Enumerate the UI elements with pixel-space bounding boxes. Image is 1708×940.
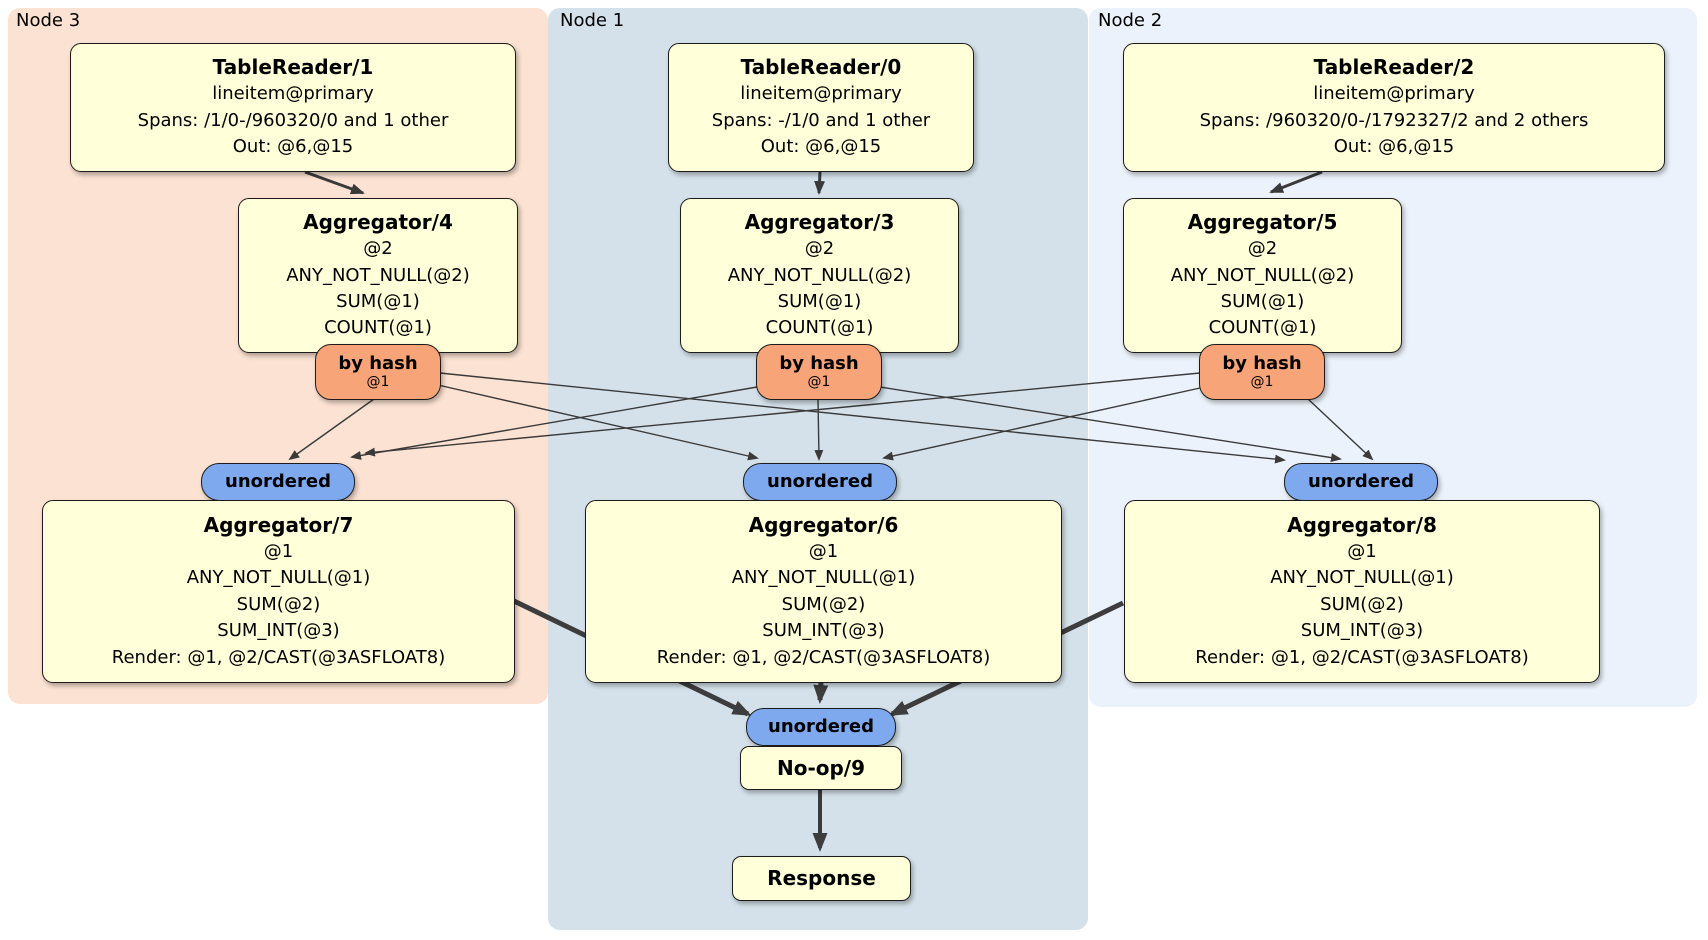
box-line: Spans: /1/0-/960320/0 and 1 other: [137, 109, 449, 131]
box-title: Aggregator/3: [744, 210, 895, 235]
edge-hash3-sync7: [350, 386, 758, 460]
box-title: TableReader/1: [212, 55, 374, 80]
box-title: TableReader/0: [740, 55, 902, 80]
box-title: Response: [767, 866, 876, 890]
by-hash-router-5: by hash @1: [1199, 344, 1325, 400]
box-line: ANY_NOT_NULL(@1): [1270, 567, 1454, 589]
sync-label: unordered: [767, 471, 873, 492]
edge-tr2-agg5: [1269, 170, 1323, 194]
box-line: Out: @6,@15: [760, 136, 882, 158]
box-line: Render: @1, @2/CAST(@3ASFLOAT8): [111, 646, 446, 668]
table-reader-0-box: TableReader/0 lineitem@primary Spans: -/…: [668, 43, 974, 172]
box-line: COUNT(@1): [1208, 317, 1317, 339]
unordered-sync-8: unordered: [1284, 463, 1438, 501]
box-title: TableReader/2: [1313, 55, 1475, 80]
edge-hash4-sync7: [288, 398, 375, 461]
aggregator-3-box: Aggregator/3 @2 ANY_NOT_NULL(@2) SUM(@1)…: [680, 198, 959, 353]
aggregator-7-box: Aggregator/7 @1 ANY_NOT_NULL(@1) SUM(@2)…: [42, 500, 515, 683]
box-line: ANY_NOT_NULL(@2): [1170, 264, 1355, 286]
unordered-sync-6: unordered: [743, 463, 897, 501]
box-line: Render: @1, @2/CAST(@3ASFLOAT8): [1195, 646, 1529, 668]
box-title: Aggregator/7: [203, 512, 354, 537]
box-line: Out: @6,@15: [232, 136, 354, 158]
edge-hash4-sync6: [437, 384, 759, 461]
box-line: @2: [363, 238, 393, 260]
box-title: Aggregator/4: [303, 210, 453, 235]
router-label: by hash: [1222, 352, 1302, 374]
unordered-sync-final: unordered: [746, 708, 896, 746]
router-detail: @1: [366, 373, 390, 390]
node2-label: Node 2: [1098, 10, 1163, 31]
router-detail: @1: [1250, 373, 1274, 390]
box-line: Out: @6,@15: [1333, 136, 1455, 158]
box-line: ANY_NOT_NULL(@1): [186, 567, 371, 589]
aggregator-5-box: Aggregator/5 @2 ANY_NOT_NULL(@2) SUM(@1)…: [1123, 198, 1402, 353]
box-line: lineitem@primary: [212, 83, 374, 105]
box-line: SUM(@2): [236, 593, 321, 615]
box-line: lineitem@primary: [1313, 83, 1475, 105]
by-hash-router-3: by hash @1: [756, 344, 882, 400]
aggregator-8-box: Aggregator/8 @1 ANY_NOT_NULL(@1) SUM(@2)…: [1124, 500, 1600, 683]
box-line: lineitem@primary: [740, 83, 902, 105]
box-line: COUNT(@1): [765, 317, 874, 339]
by-hash-router-4: by hash @1: [315, 344, 441, 400]
box-line: SUM_INT(@3): [762, 620, 885, 642]
node1-label: Node 1: [560, 10, 625, 31]
node3-label: Node 3: [16, 10, 81, 31]
box-line: @1: [808, 540, 839, 562]
box-line: SUM(@2): [1320, 593, 1404, 615]
box-title: Aggregator/6: [748, 512, 899, 537]
box-line: ANY_NOT_NULL(@1): [731, 567, 916, 589]
box-line: @2: [1247, 238, 1278, 260]
unordered-sync-7: unordered: [201, 463, 355, 501]
router-detail: @1: [807, 373, 831, 390]
box-line: Spans: /960320/0-/1792327/2 and 2 others: [1199, 109, 1589, 131]
box-line: Spans: -/1/0 and 1 other: [711, 109, 931, 131]
edge-hash3-sync8: [879, 386, 1342, 463]
edge-hash5-sync7: [364, 372, 1201, 457]
sync-label: unordered: [1308, 471, 1414, 492]
box-line: @1: [263, 540, 294, 562]
router-label: by hash: [338, 352, 418, 374]
aggregator-6-box: Aggregator/6 @1 ANY_NOT_NULL(@1) SUM(@2)…: [585, 500, 1062, 683]
aggregator-4-box: Aggregator/4 @2 ANY_NOT_NULL(@2) SUM(@1)…: [238, 198, 518, 353]
box-title: Aggregator/8: [1287, 512, 1437, 537]
box-line: SUM(@1): [336, 291, 420, 312]
noop-9-box: No-op/9: [740, 746, 902, 790]
box-title: Aggregator/5: [1187, 210, 1338, 235]
edge-tr1-agg4: [304, 170, 365, 195]
box-line: SUM(@2): [781, 593, 866, 615]
box-line: @1: [1347, 540, 1377, 562]
box-title: No-op/9: [776, 755, 866, 780]
box-line: SUM_INT(@3): [1300, 620, 1424, 642]
edge-hash4-sync8: [439, 372, 1286, 464]
edge-hash5-sync6: [882, 387, 1201, 461]
box-line: SUM(@1): [1220, 291, 1305, 312]
box-line: COUNT(@1): [324, 317, 432, 339]
box-line: ANY_NOT_NULL(@2): [727, 264, 912, 286]
response-box: Response: [732, 856, 911, 901]
sync-label: unordered: [225, 471, 331, 492]
edge-agg6-finalsync: [813, 681, 829, 704]
table-reader-2-box: TableReader/2 lineitem@primary Spans: /9…: [1123, 43, 1665, 172]
sync-label: unordered: [768, 716, 874, 737]
box-line: SUM(@1): [777, 291, 862, 312]
table-reader-1-box: TableReader/1 lineitem@primary Spans: /1…: [70, 43, 516, 172]
box-line: @2: [804, 238, 835, 260]
edge-tr0-agg3: [814, 171, 826, 195]
box-line: Render: @1, @2/CAST(@3ASFLOAT8): [656, 646, 991, 668]
box-line: SUM_INT(@3): [217, 620, 340, 642]
router-label: by hash: [779, 352, 859, 374]
edge-hash3-sync6: [814, 398, 824, 461]
edge-hash5-sync8: [1307, 398, 1374, 461]
box-line: ANY_NOT_NULL(@2): [286, 264, 470, 286]
